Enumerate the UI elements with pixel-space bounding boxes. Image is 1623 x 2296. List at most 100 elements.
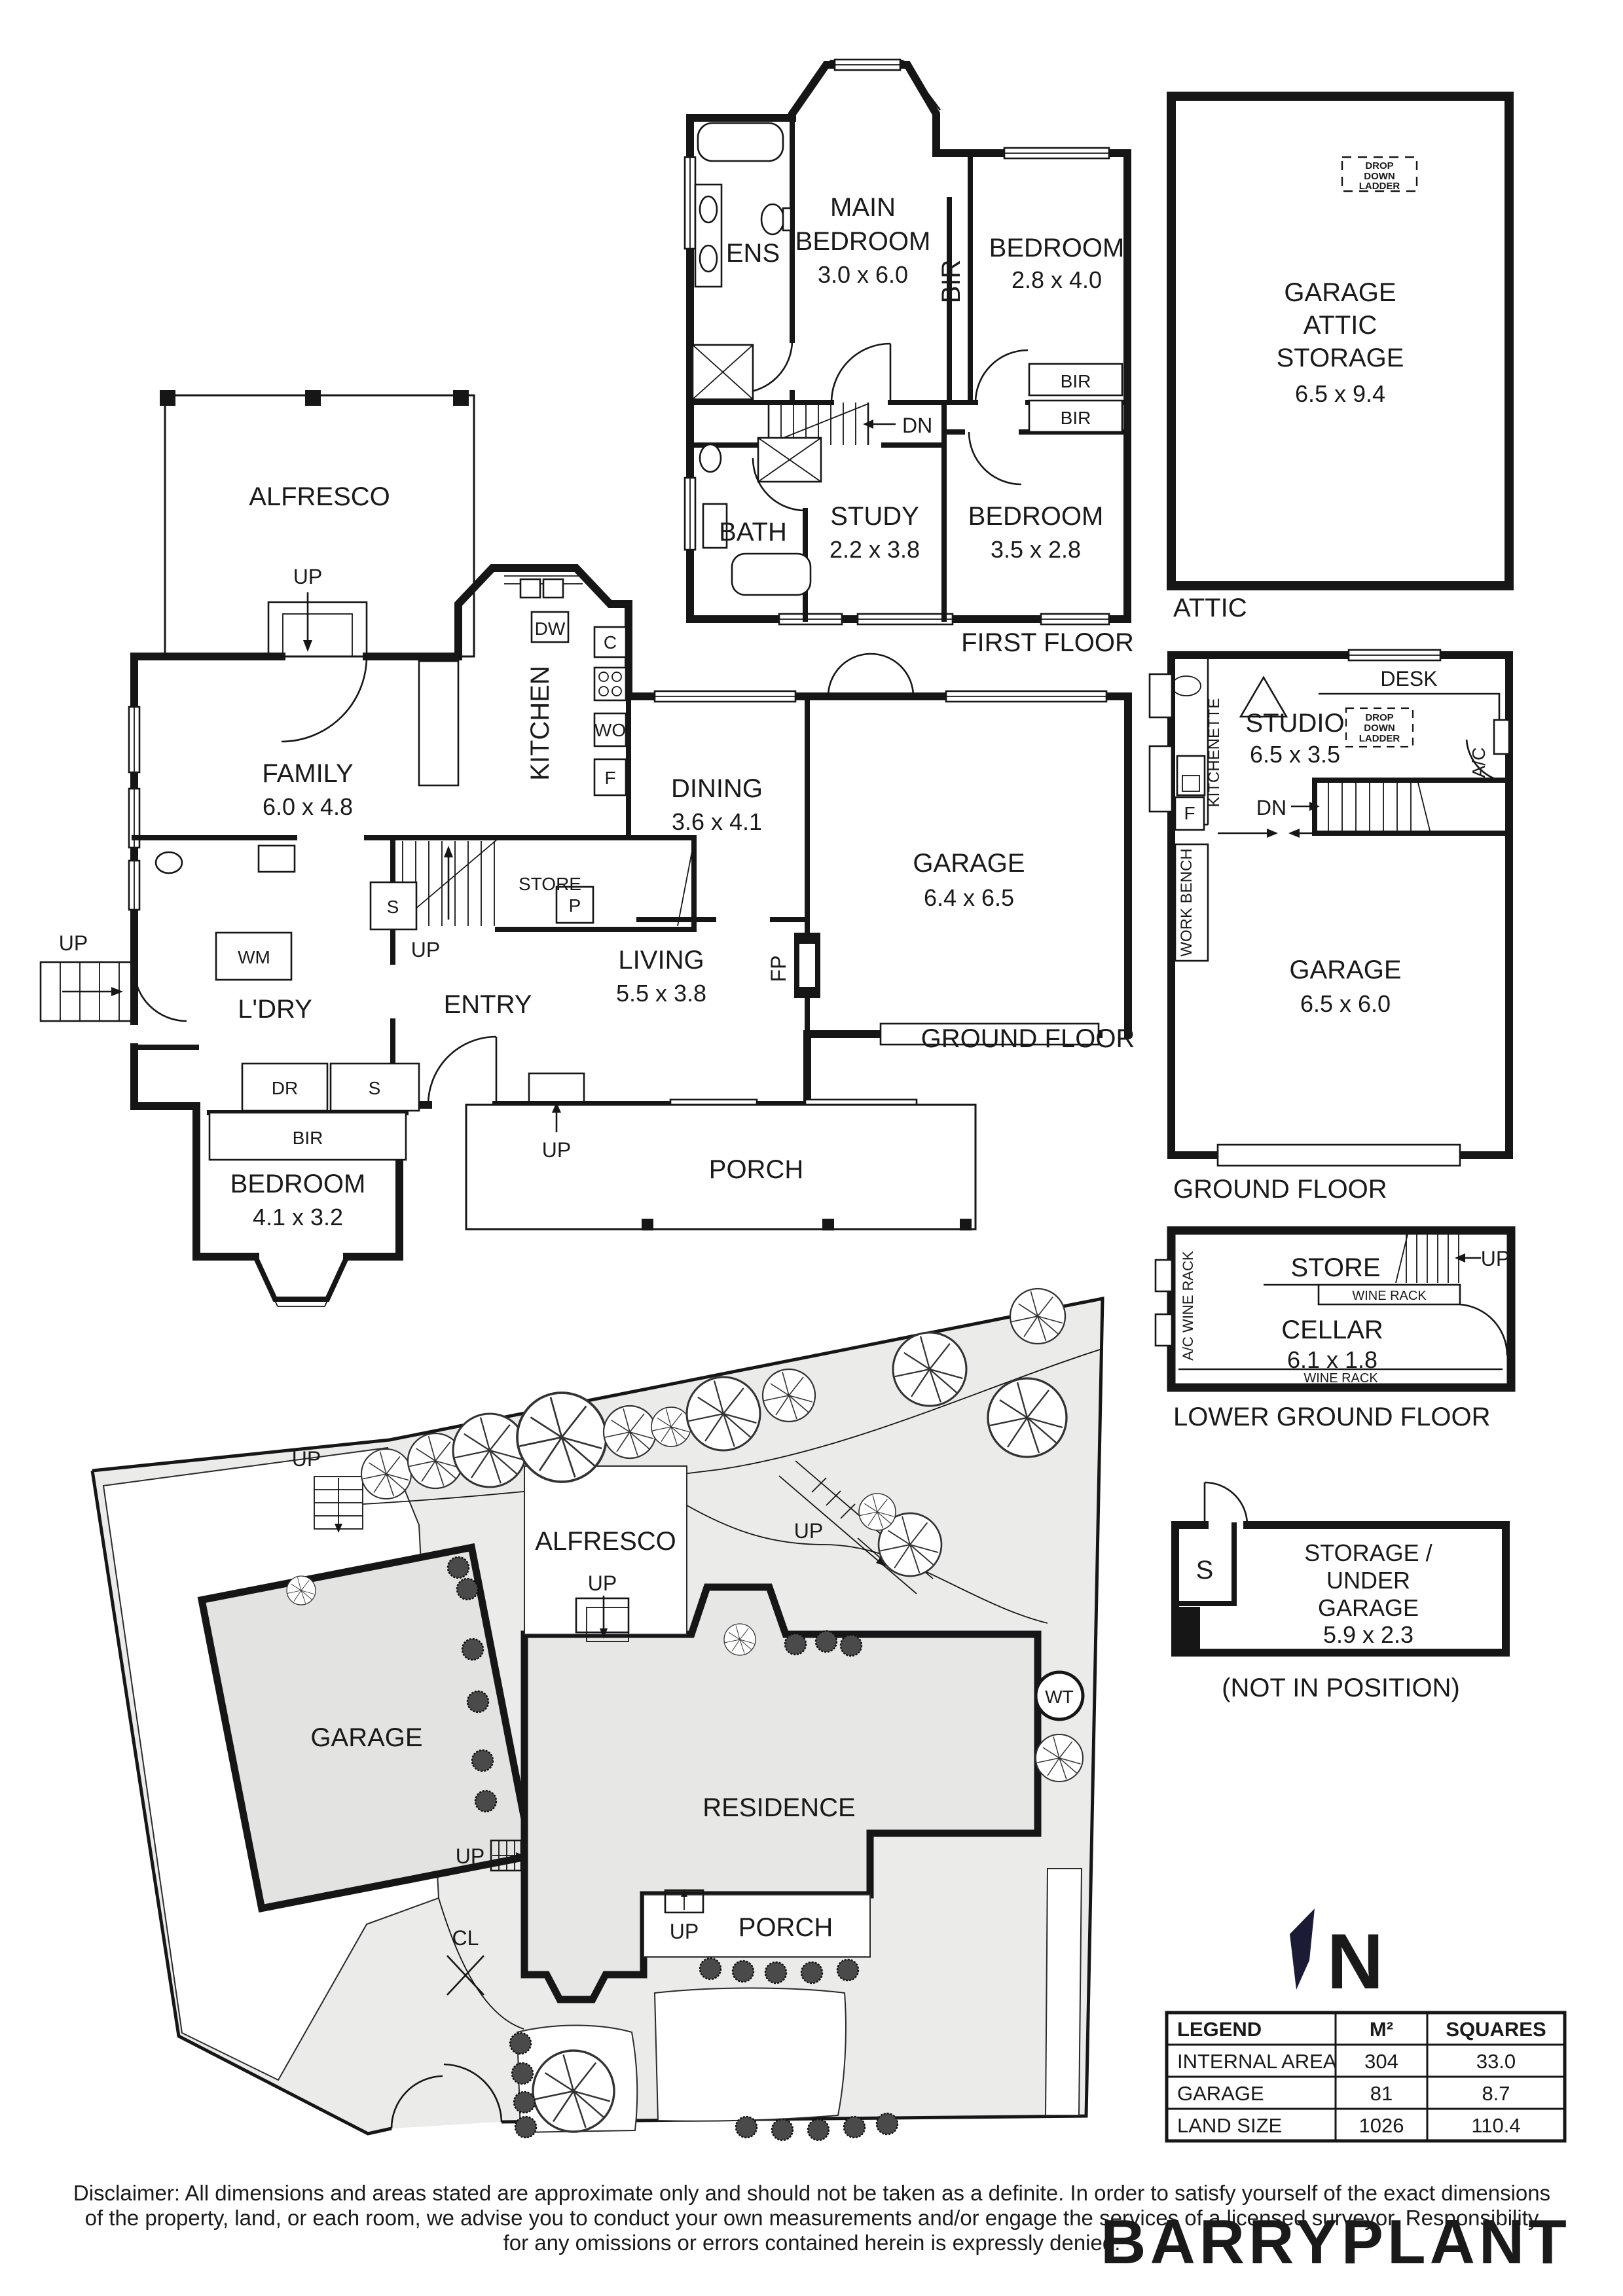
stair-label-up-alfresco: UP (293, 565, 322, 588)
bathtub-icon (731, 552, 812, 596)
alfresco-deck (160, 390, 475, 658)
room-label-bath: BATH (719, 518, 787, 547)
legend-table: LEGEND M² SQUARES INTERNAL AREA 304 33.0… (1165, 2011, 1567, 2143)
ladder-label-1: DROP (1365, 160, 1393, 171)
room-label-bedroom3: BEDROOM (968, 502, 1104, 531)
basin-icon (699, 195, 718, 224)
sink-icon (542, 578, 564, 599)
room-label-bedroom2: BEDROOM (989, 234, 1125, 262)
door-arc (1459, 1303, 1508, 1356)
garden-strip (1044, 1868, 1083, 2116)
disclaimer-line-2: of the property, land, or each room, we … (85, 2206, 1539, 2230)
north-arrow-icon (1290, 1909, 1315, 1990)
store-label-cellar: STORE (1290, 1253, 1380, 1282)
room-label-garage-attic-1: GARAGE (1284, 278, 1396, 307)
wall-oven-box (593, 712, 627, 747)
first-floor-plan: MAIN BEDROOM 3.0 x 6.0 ENS BIR BEDROOM 2… (684, 58, 1134, 657)
room-dims-garage2: 6.5 x 6.0 (1300, 990, 1391, 1017)
storage-walls (1171, 1521, 1510, 1657)
garden-edge-2 (686, 1505, 1048, 1624)
window (1154, 1313, 1173, 1347)
room-label-alfresco: ALFRESCO (249, 482, 390, 511)
store-divider (677, 840, 695, 927)
vanity-icon (702, 503, 728, 549)
wine-rack-mid (1264, 1283, 1461, 1306)
room-label-storage-2: UNDER (1326, 1567, 1410, 1594)
room-label-ens: ENS (726, 239, 780, 268)
window (856, 613, 954, 626)
stair-label-up-cellar: UP (1481, 1247, 1510, 1270)
room-label-storage-1: STORAGE / (1304, 1539, 1432, 1566)
room-label-cellar: CELLAR (1281, 1316, 1383, 1344)
site-garage-block (197, 1543, 536, 1913)
room-label-study: STUDY (830, 502, 919, 531)
floor-label-attic: ATTIC (1173, 594, 1247, 622)
sink-icon (519, 578, 541, 599)
room-label-ldry: L'DRY (238, 995, 312, 1024)
room-label-family: FAMILY (262, 759, 353, 788)
room-label-bedroom: BEDROOM (230, 1170, 366, 1198)
legend-row-label: INTERNAL AREA (1177, 2050, 1337, 2073)
attic-walls (1167, 92, 1514, 590)
room-dims-study: 2.2 x 3.8 (830, 536, 920, 563)
storage-plan: S STORAGE / UNDER GARAGE 5.9 x 2.3 (NOT … (1171, 1481, 1510, 1702)
door-arc (281, 656, 368, 743)
room-label-garage-attic-3: STORAGE (1277, 344, 1404, 372)
cupboard-label-s: S (369, 1078, 381, 1098)
ladder-label-3: LADDER (1359, 733, 1400, 744)
appliance-label-wo: WO (594, 720, 626, 740)
site-porch-block (643, 1894, 871, 1958)
room-label-living: LIVING (618, 946, 704, 975)
wine-rack-label: WINE RACK (1352, 1289, 1427, 1303)
ac-wine-rack-label: A/C WINE RACK (1180, 1251, 1196, 1361)
appliance-label-c: C (604, 632, 617, 653)
cupboard-label-s: S (1196, 1556, 1214, 1585)
stair-label-up-porch: UP (542, 1138, 571, 1162)
room-dims-garage-attic: 6.5 x 9.4 (1295, 380, 1385, 407)
site-alfresco-stair (575, 1596, 630, 1642)
drop-down-ladder-box (1341, 156, 1418, 192)
bathtub-icon (697, 122, 784, 162)
clothesline-icon (447, 1955, 484, 1996)
stair-label-up-site5: UP (794, 1519, 823, 1543)
bench-box (257, 844, 296, 873)
cooktop-icon (593, 666, 627, 702)
front-door-arc (427, 1035, 498, 1105)
north-arrow: N (1290, 1909, 1383, 2005)
shower-icon (757, 437, 822, 483)
window-sink (1148, 673, 1201, 719)
appliance-label-dw: DW (535, 619, 566, 639)
external-stair (39, 961, 136, 1022)
window (1154, 1259, 1173, 1293)
room-dims-bedroom2: 2.8 x 4.0 (1012, 266, 1102, 293)
room-dims-family: 6.0 x 4.8 (263, 793, 353, 820)
staircase-up (1395, 1234, 1481, 1283)
room-dims-studio: 6.5 x 3.5 (1250, 741, 1340, 768)
room-dims-garage: 6.4 x 6.5 (924, 884, 1014, 911)
fireplace-label: FP (767, 956, 790, 982)
fireplace-icon (794, 933, 820, 998)
window (1003, 147, 1110, 160)
ground-floor-plan: UP UP (39, 390, 1135, 1307)
staircase-down (1291, 778, 1512, 836)
ladder-label-3: LADDER (1359, 181, 1400, 192)
ladder-label-2: DOWN (1364, 723, 1395, 734)
door-arc (968, 431, 1022, 486)
bay-window-lines (260, 1268, 342, 1307)
window (833, 58, 902, 71)
door-arc (974, 349, 1029, 403)
garden-bed-edge (314, 1349, 1101, 1507)
ground-interior-walls (132, 601, 810, 1115)
room-label-garage-attic-2: ATTIC (1304, 311, 1377, 340)
disclaimer: Disclaimer: All dimensions and areas sta… (73, 2181, 1550, 2255)
wine-rack-label: WINE RACK (1304, 1371, 1378, 1386)
laundry-tub-icon (155, 851, 183, 874)
bedroom-bay (251, 1253, 351, 1302)
cupboard-box (369, 881, 418, 931)
legend-row-m2: 1026 (1359, 2114, 1404, 2137)
room-label-storage-3: GARAGE (1318, 1594, 1419, 1621)
north-letter: N (1327, 1918, 1384, 2005)
appliance-label-f: F (1184, 803, 1195, 823)
door-arc (133, 968, 187, 1022)
